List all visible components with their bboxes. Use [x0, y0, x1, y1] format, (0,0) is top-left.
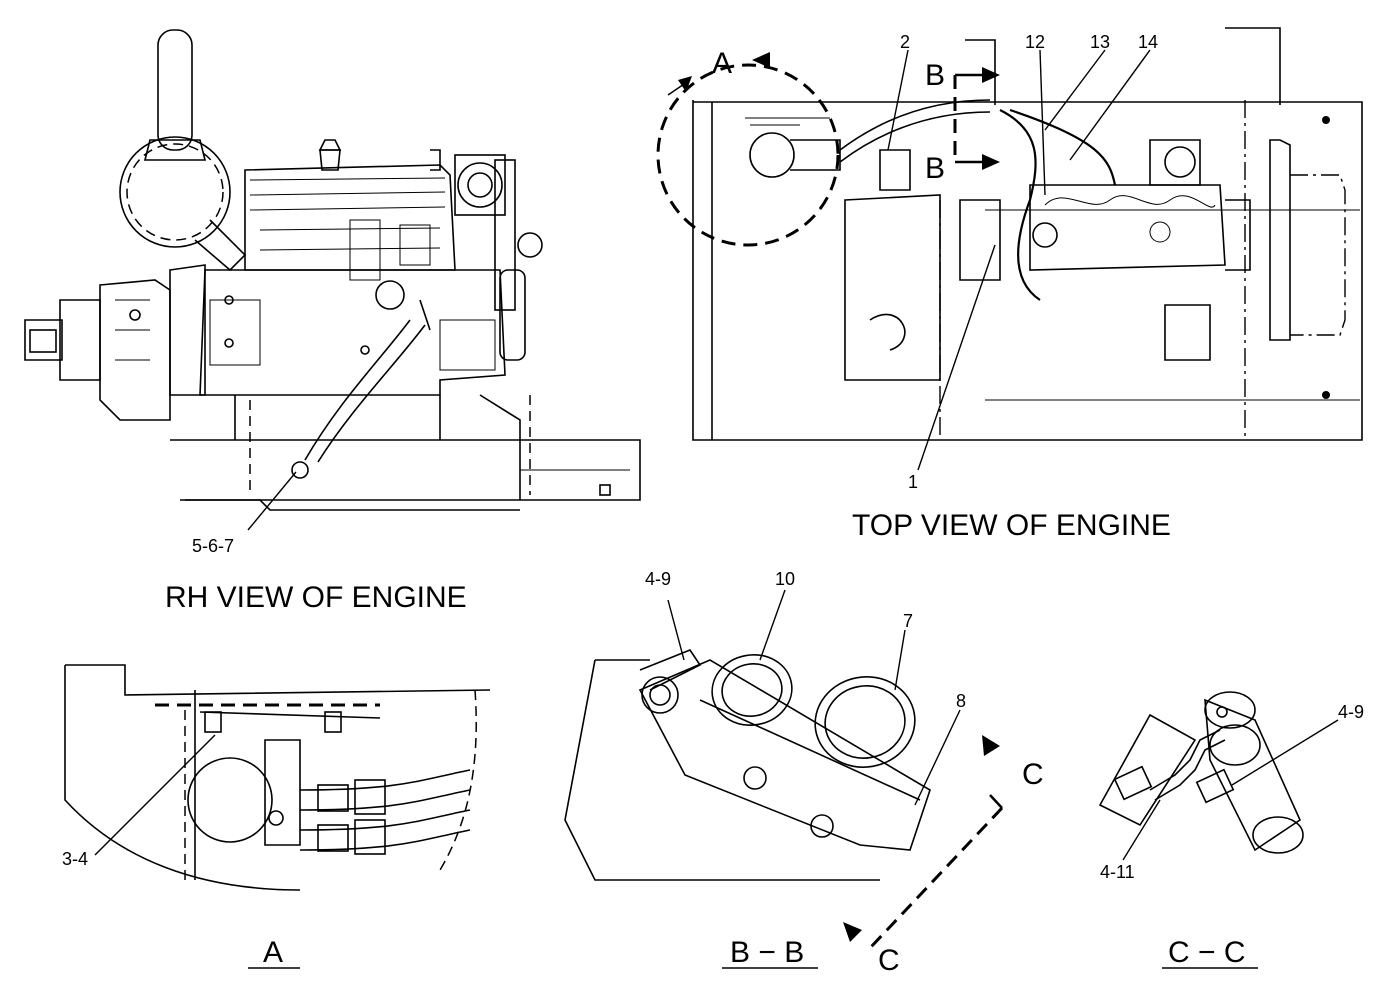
detail-a-label: A — [263, 936, 283, 969]
section-b-marker-top: B — [925, 59, 945, 92]
section-bb-drawing — [564, 649, 931, 881]
section-b-marker-bottom: B — [925, 152, 945, 185]
callout-2: 2 — [900, 32, 910, 52]
top-view-title: TOP VIEW OF ENGINE — [852, 509, 1171, 542]
detail-a-arrowhead — [678, 76, 692, 92]
callout-4-9-cc: 4-9 — [1338, 702, 1364, 722]
section-c-marker-bottom: C — [878, 944, 900, 977]
callout-1: 1 — [908, 472, 918, 492]
section-cc-label: C − C — [1168, 936, 1246, 969]
callout-10: 10 — [775, 569, 795, 589]
top-view-drawing — [692, 27, 1363, 441]
callout-7: 7 — [903, 611, 913, 631]
rh-view-drawing — [24, 29, 641, 511]
section-c-cutline — [868, 806, 1004, 950]
callout-4-9-bb: 4-9 — [645, 569, 671, 589]
callout-13: 13 — [1090, 32, 1110, 52]
detail-a-drawing — [64, 664, 491, 891]
section-bb-label: B − B — [730, 936, 804, 969]
callout-8: 8 — [956, 691, 966, 711]
section-c-marker-top: C — [1022, 758, 1044, 791]
callout-4-11: 4-11 — [1100, 862, 1135, 882]
section-cc-drawing — [1098, 691, 1339, 861]
callout-3-4: 3-4 — [62, 849, 88, 869]
callout-12: 12 — [1025, 32, 1045, 52]
detail-a-circle — [656, 63, 840, 247]
callout-14: 14 — [1138, 32, 1158, 52]
detail-a-marker: A — [712, 47, 732, 80]
callout-5-6-7: 5-6-7 — [192, 536, 234, 556]
rh-view-title: RH VIEW OF ENGINE — [165, 581, 467, 614]
detail-a-arrowhead-2 — [752, 52, 770, 68]
